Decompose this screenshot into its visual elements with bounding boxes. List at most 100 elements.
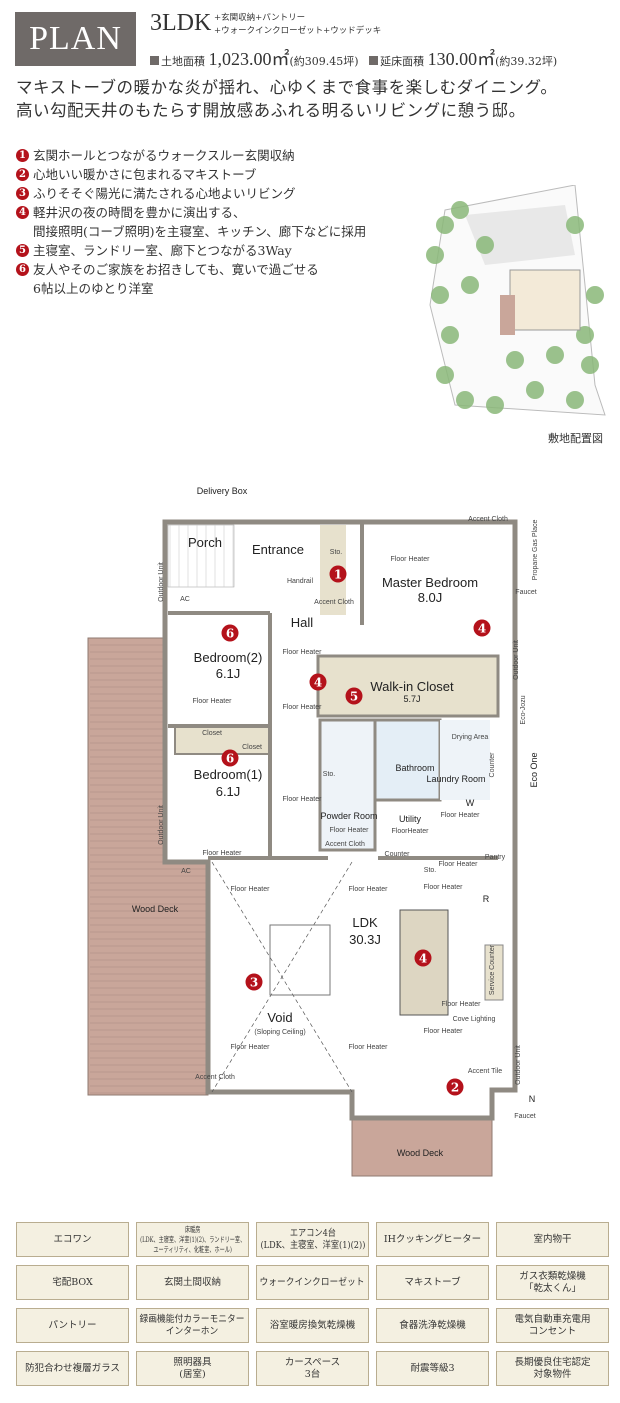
- feature-label: 浴室暖房換気乾燥機: [269, 1319, 356, 1331]
- trees: [426, 201, 604, 414]
- room-label: Floor Heater: [230, 1044, 270, 1052]
- feature-label: ガス衣類乾燥機 「乾太くん」: [519, 1270, 586, 1294]
- number-badge: 2: [16, 168, 29, 181]
- room-label: Bedroom(1): [193, 766, 263, 782]
- layout-type: 3LDK: [150, 10, 212, 36]
- room-label: Handrail: [286, 578, 314, 586]
- room-label: W: [465, 798, 475, 809]
- room-label: Hall: [290, 614, 314, 630]
- room-label: 8.0J: [417, 589, 443, 605]
- room-label: Faucet: [515, 589, 537, 597]
- number-badge: 6: [16, 263, 29, 276]
- room-label: Outdoor Unit: [158, 562, 166, 602]
- area-info: 土地面積 1,023.00㎡(約309.45坪) 延床面積 130.00㎡(約3…: [150, 45, 557, 71]
- room-label: Service Counter: [489, 944, 497, 996]
- feature-label: IHクッキングヒーター: [383, 1233, 482, 1245]
- feature-grid: エコワン 床暖房 (LDK、主寝室、洋室(1)(2)、ランドリー室、 ユーティリテ…: [16, 1222, 609, 1386]
- plan-title-box: PLAN: [15, 12, 136, 66]
- feature-label: 長期優良住宅認定 対象物件: [514, 1356, 591, 1380]
- feature-label: 宅配BOX: [52, 1276, 93, 1288]
- room-label: Floor Heater: [441, 1001, 481, 1009]
- feature-cell: エアコン4台 (LDK、主寝室、洋室(1)(2)): [256, 1222, 369, 1257]
- room-label: LDK: [352, 914, 378, 930]
- room-label: AC: [180, 596, 190, 604]
- land-tsubo: (約309.45坪): [289, 55, 359, 68]
- room-label: Bathroom: [395, 763, 435, 774]
- feature-label: 耐震等級3: [410, 1362, 455, 1374]
- room-label: (Sloping Ceiling): [254, 1029, 306, 1037]
- feature-cell: 照明器具 (居室): [136, 1351, 249, 1386]
- room-label: Floor Heater: [282, 796, 322, 804]
- feature-cell: ガス衣類乾燥機 「乾太くん」: [496, 1265, 609, 1300]
- room-label: Accent Cloth: [325, 841, 365, 849]
- feature-cell: 浴室暖房換気乾燥機: [256, 1308, 369, 1343]
- room-label: Outdoor Unit: [515, 1045, 523, 1085]
- room-label: Floor Heater: [282, 649, 322, 657]
- room-label: Floor Heater: [329, 827, 369, 835]
- point-text-continued: 6帖以上のゆとり洋室: [33, 281, 154, 296]
- feature-label: ウォークインクローゼット: [259, 1276, 365, 1288]
- feature-label: 床暖房 (LDK、主寝室、洋室(1)(2)、ランドリー室、 ユーティリティ、化粧…: [139, 1224, 246, 1254]
- feature-label: カースペース 3台: [284, 1356, 341, 1380]
- room-label: Utility: [399, 814, 421, 825]
- wood-deck-bottom: [351, 1117, 493, 1177]
- feature-label: 防犯合わせ複層ガラス: [25, 1362, 120, 1374]
- room-label: Drying Area: [451, 734, 489, 742]
- feature-cell: 電気自動車充電用 コンセント: [496, 1308, 609, 1343]
- room-label: AC: [181, 868, 191, 876]
- number-badge: 5: [16, 244, 29, 257]
- room-label: Accent Cloth: [314, 599, 354, 607]
- feature-label: エコワン: [53, 1233, 92, 1245]
- room-label: Entrance: [251, 541, 305, 557]
- room-label: Floor Heater: [423, 884, 463, 892]
- number-badge: 3: [16, 187, 29, 200]
- room-label: N: [528, 1094, 536, 1105]
- room-label: Delivery Box: [196, 486, 248, 497]
- point-marker: 4: [473, 619, 491, 637]
- extras-line-1: +玄関収納+パントリー: [214, 13, 306, 23]
- room-label: 30.3J: [349, 931, 381, 947]
- point-marker: 6: [221, 749, 239, 767]
- room-label: Outdoor Unit: [513, 640, 521, 680]
- room-label: Floor Heater: [390, 556, 430, 564]
- feature-cell: エコワン: [16, 1222, 129, 1257]
- feature-cell: 室内物干: [496, 1222, 609, 1257]
- room-label: Bedroom(2): [193, 649, 263, 665]
- feature-cell: 床暖房 (LDK、主寝室、洋室(1)(2)、ランドリー室、 ユーティリティ、化粧…: [136, 1222, 249, 1257]
- room-label: 6.1J: [215, 665, 241, 681]
- point-text: 軽井沢の夜の時間を豊かに演出する、: [33, 205, 246, 220]
- room-label: Floor Heater: [423, 1028, 463, 1036]
- number-badge: 4: [16, 206, 29, 219]
- floor-label: 延床面積: [380, 55, 425, 68]
- room-label: Floor Heater: [230, 886, 270, 894]
- room-label: Sto.: [423, 867, 437, 875]
- room-label: Eco One: [529, 752, 540, 788]
- room-label: Counter: [384, 851, 410, 859]
- feature-label: 室内物干: [533, 1233, 572, 1245]
- room-label: Sto.: [329, 549, 343, 557]
- feature-cell: 録画機能付カラーモニター インターホン: [136, 1308, 249, 1343]
- point-marker: 2: [446, 1078, 464, 1096]
- feature-cell: 玄関土間収納: [136, 1265, 249, 1300]
- feature-cell: 食器洗浄乾燥機: [376, 1308, 489, 1343]
- point-item: 5 主寝室、ランドリー室、廊下とつながる3Way: [16, 241, 366, 260]
- point-text: 主寝室、ランドリー室、廊下とつながる3Way: [33, 243, 292, 258]
- room-label: Laundry Room: [426, 774, 486, 785]
- room-label: Eco-Jozu: [520, 695, 528, 725]
- land-label: 土地面積: [161, 55, 205, 68]
- lead-line: 高い勾配天井のもたらす開放感あふれる明るいリビングに憩う邸。: [16, 101, 526, 120]
- room-label: FloorHeater: [391, 828, 429, 836]
- room-label: Pantry: [484, 854, 506, 862]
- feature-label: 照明器具 (居室): [173, 1356, 212, 1380]
- room-label: Floor Heater: [438, 861, 478, 869]
- point-marker: 6: [221, 624, 239, 642]
- feature-cell: パントリー: [16, 1308, 129, 1343]
- square-bullet-icon: [150, 56, 159, 65]
- room-label: Floor Heater: [202, 850, 242, 858]
- number-badge: 1: [16, 149, 29, 162]
- room-label: Porch: [188, 534, 222, 550]
- room-label: Closet: [242, 744, 262, 752]
